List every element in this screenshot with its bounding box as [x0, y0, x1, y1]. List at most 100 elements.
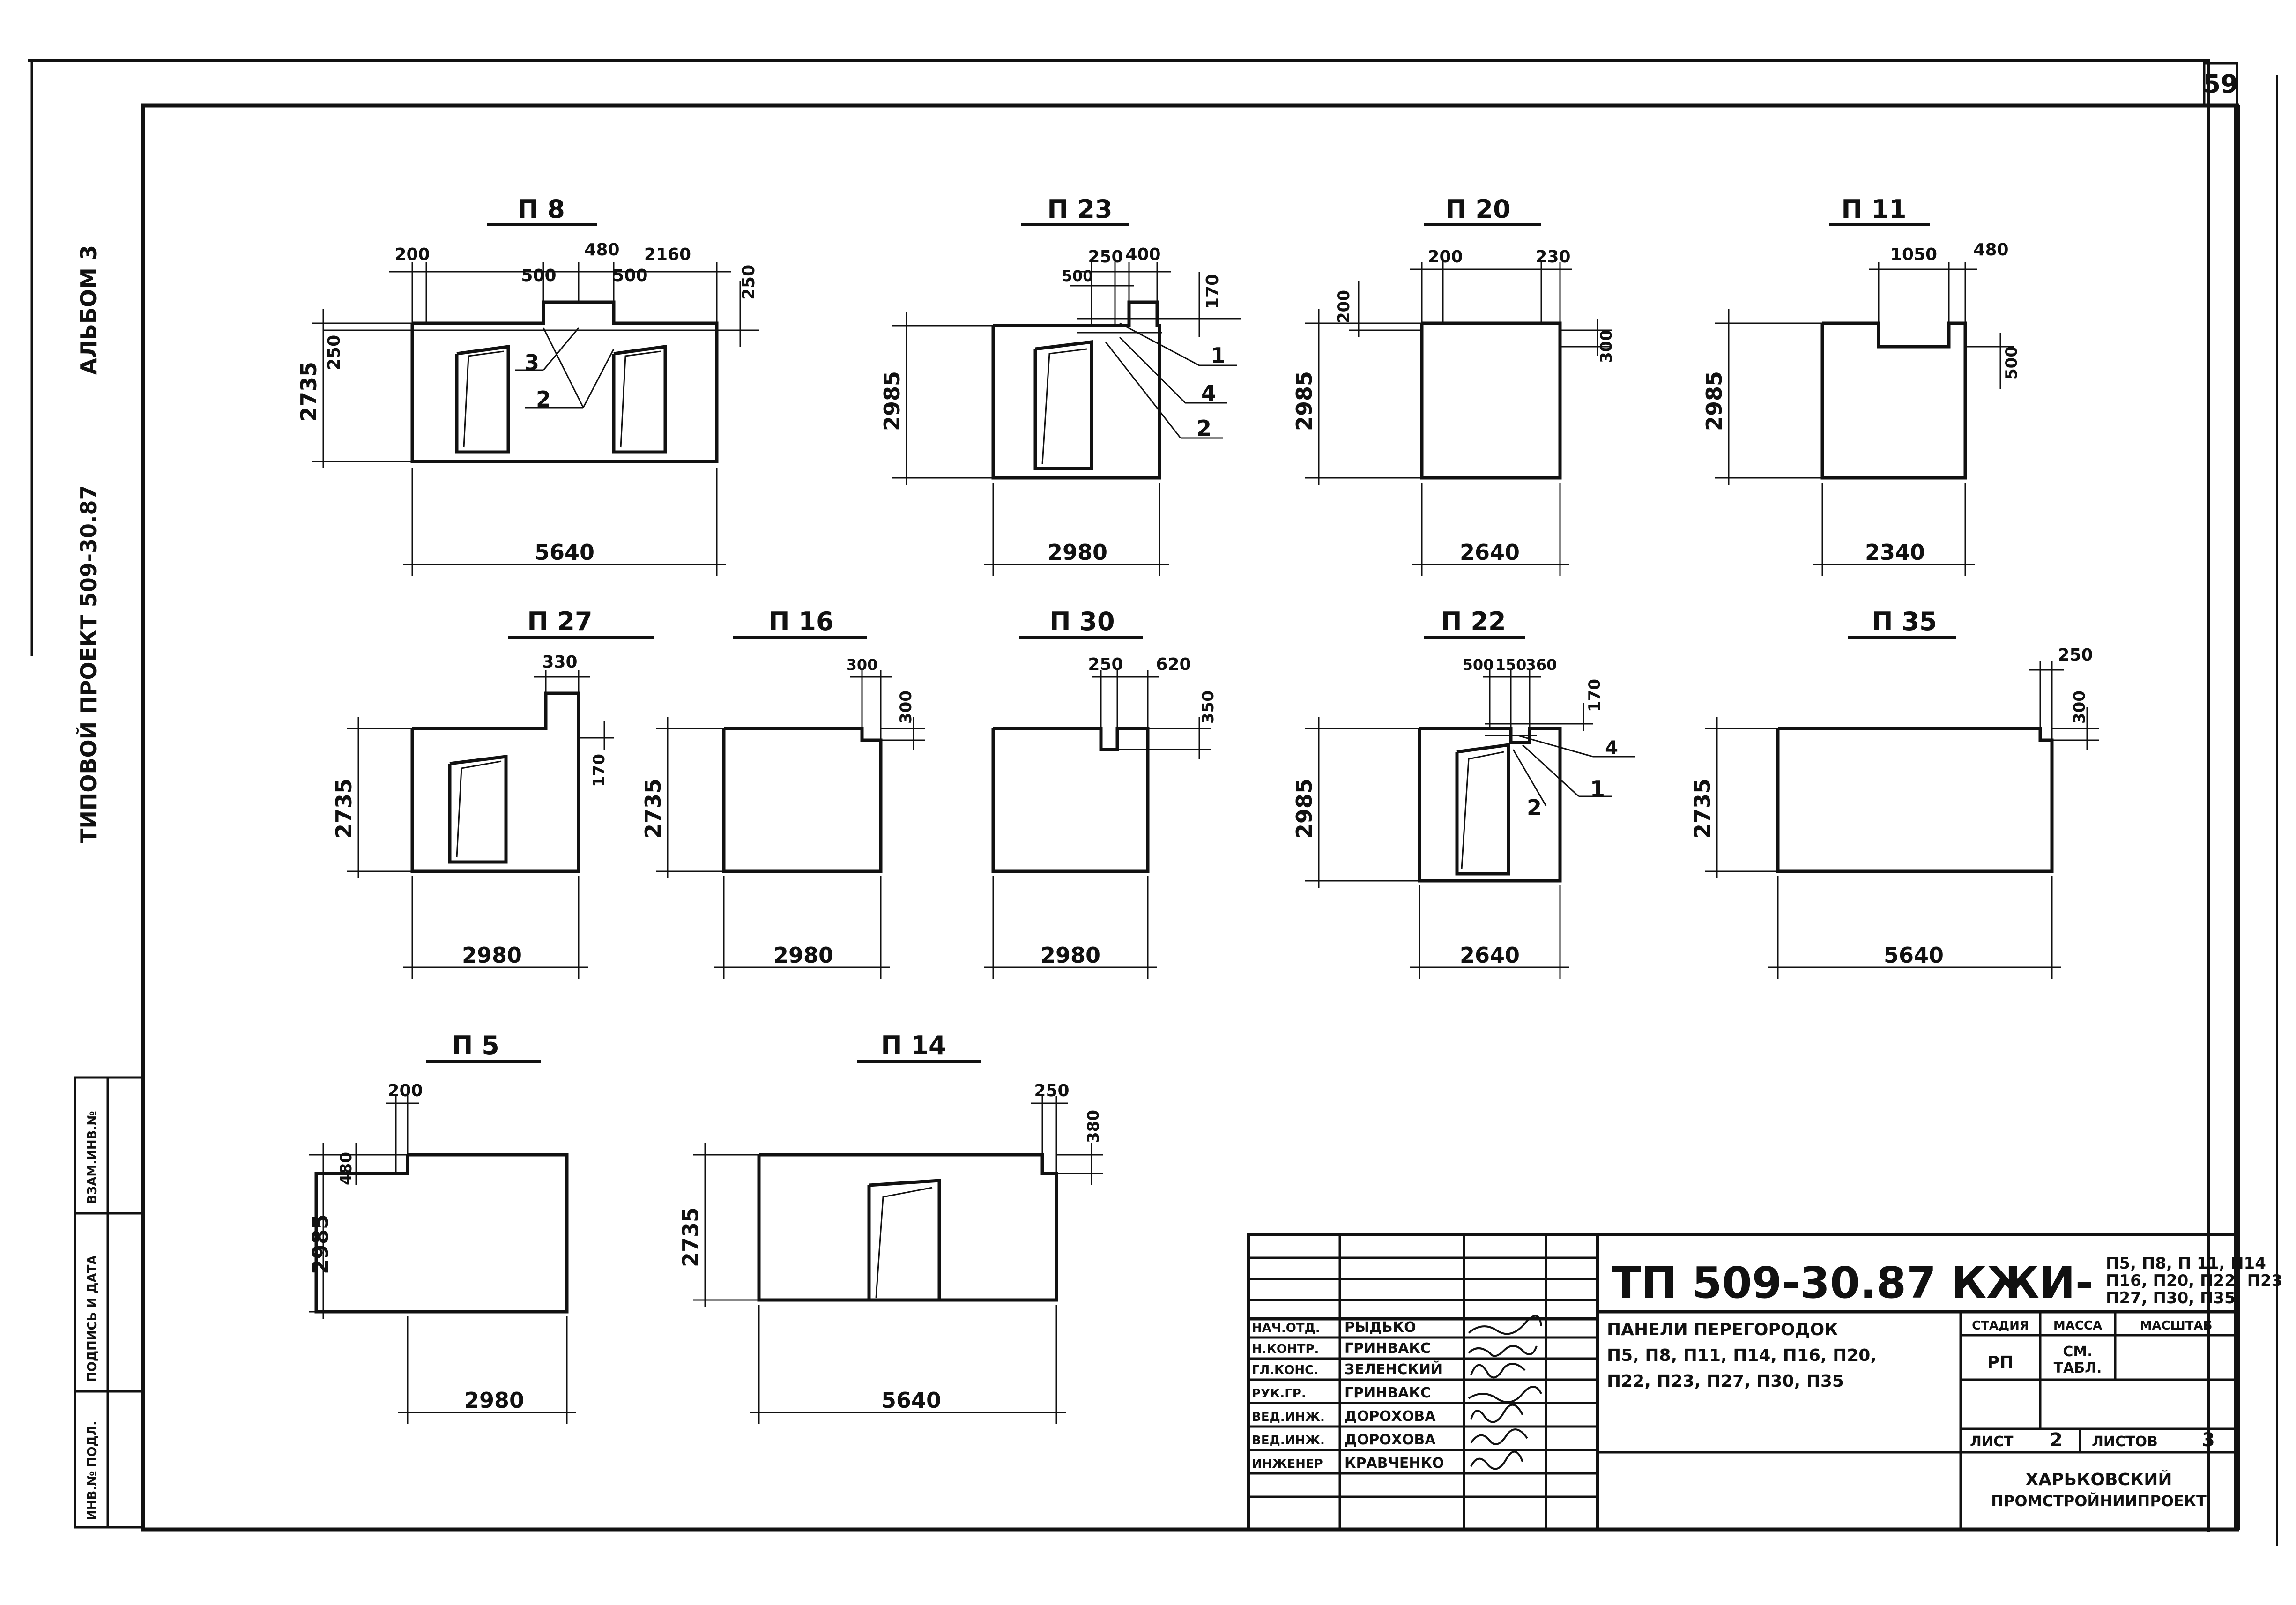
dim-width: 2640 [1460, 540, 1520, 565]
mass-header: МАССА [2053, 1319, 2102, 1333]
dim: 150 [1495, 656, 1527, 674]
staff-name: ДОРОХОВА [1345, 1432, 1436, 1448]
dim-width: 2980 [1040, 943, 1100, 968]
dim: 200 [1335, 290, 1353, 323]
left-stamp [74, 1076, 144, 1529]
panel-p27: П 27 2735 2980 330 170 [331, 607, 654, 979]
stage-value: РП [1987, 1353, 2014, 1372]
dim-height: 2985 [1292, 371, 1317, 431]
panel-title: П 27 [527, 607, 592, 636]
staff-role: ВЕД.ИНЖ. [1252, 1410, 1325, 1424]
panel-title: П 35 [1872, 607, 1937, 636]
dim-width: 5640 [1884, 943, 1944, 968]
dim: 170 [1585, 679, 1604, 712]
sheets-value: 3 [2202, 1429, 2215, 1451]
dim: 300 [2070, 691, 2089, 724]
panel-title: П 8 [517, 194, 565, 224]
title-code-suffix-1: П5, П8, П 11, П14 [2106, 1254, 2266, 1273]
panel-title: П 16 [768, 607, 833, 636]
callout: 2 [536, 386, 551, 412]
dim: 480 [337, 1152, 356, 1185]
dim: 500 [612, 266, 647, 285]
sheet-label: ЛИСТ [1970, 1434, 2014, 1450]
dim: 300 [847, 656, 878, 674]
panel-p14: П 14 2735 5640 250 380 [678, 1031, 1103, 1424]
callout: 4 [1201, 380, 1216, 406]
title-code-suffix-3: П27, П30, П35 [2106, 1289, 2236, 1308]
dim-width: 2640 [1460, 943, 1520, 968]
callout: 1 [1211, 343, 1226, 368]
dim: 250 [2058, 646, 2093, 665]
staff-role: ИНЖЕНЕР [1252, 1457, 1323, 1471]
title-description-1: ПАНЕЛИ ПЕРЕГОРОДОК [1607, 1320, 1838, 1339]
dim: 330 [542, 653, 577, 672]
stamp-label-2: ИНВ.№ ПОДЛ. [85, 1421, 99, 1520]
panel-p5: П 5 2985 2980 200 480 [308, 1031, 576, 1424]
dim: 620 [1156, 655, 1191, 674]
dim: 170 [590, 754, 609, 787]
dim: 230 [1535, 247, 1570, 267]
organization-1: ХАРЬКОВСКИЙ [2025, 1470, 2172, 1489]
organization-2: ПРОМСТРОЙНИИПРОЕКТ [1991, 1492, 2207, 1510]
staff-name: КРАВЧЕНКО [1345, 1455, 1444, 1471]
dim-width: 5640 [535, 540, 594, 565]
dim: 250 [739, 265, 758, 300]
panel-title: П 22 [1441, 607, 1506, 636]
staff-name: ГРИНВАКС [1345, 1385, 1431, 1401]
dim: 350 [1199, 691, 1218, 724]
dim-height: 2985 [1292, 779, 1317, 839]
dim-width: 5640 [881, 1388, 941, 1413]
dim-width: 2980 [462, 943, 522, 968]
stamp-label-0: ВЗАМ.ИНВ.№ [85, 1111, 99, 1204]
dim-height: 2735 [331, 779, 357, 839]
sheet-frame [28, 59, 2278, 1546]
dim: 380 [1084, 1110, 1103, 1143]
sheet-number: 59 [2203, 69, 2238, 99]
staff-role: ВЕД.ИНЖ. [1252, 1434, 1325, 1448]
staff-role: Н.КОНТР. [1252, 1342, 1319, 1356]
dim: 200 [1427, 247, 1463, 267]
staff-role: РУК.ГР. [1252, 1387, 1306, 1401]
dim: 200 [394, 245, 430, 264]
dim-width: 2980 [464, 1388, 524, 1413]
staff-role: ГЛ.КОНС. [1252, 1363, 1318, 1377]
dim: 300 [1597, 330, 1616, 363]
callout: 4 [1605, 737, 1618, 759]
dim: 480 [1973, 240, 2008, 260]
side-album-caption: АЛЬБОМ 3 [76, 245, 101, 375]
panel-p22: П 22 2985 2640 5 [1292, 607, 1635, 979]
panel-title: П 23 [1047, 194, 1112, 224]
dim: 250 [325, 335, 344, 370]
side-project-caption: ТИПОВОЙ ПРОЕКТ 509-30.87 [76, 485, 101, 843]
dim: 250 [1034, 1081, 1069, 1100]
sheets-label: ЛИСТОВ [2092, 1434, 2158, 1450]
callout: 2 [1527, 795, 1542, 820]
panel-p23: П 23 [879, 194, 1241, 576]
dim-height: 2735 [1690, 779, 1715, 839]
signatures [1468, 1315, 1542, 1470]
dim: 360 [1526, 656, 1557, 674]
staff-name: ЗЕЛЕНСКИЙ [1345, 1361, 1442, 1378]
dim-height: 2735 [678, 1207, 703, 1267]
dim: 400 [1125, 245, 1160, 264]
dim: 500 [2002, 346, 2021, 379]
sheet-value: 2 [2050, 1429, 2063, 1451]
dim-height: 2985 [879, 371, 905, 431]
dim-height: 2735 [640, 779, 666, 839]
panel-title: П 20 [1445, 194, 1510, 224]
staff-name: ГРИНВАКС [1345, 1340, 1431, 1357]
stage-header: СТАДИЯ [1972, 1319, 2029, 1333]
title-description-2: П5, П8, П11, П14, П16, П20, [1607, 1346, 1877, 1365]
staff-rows: НАЧ.ОТД. РЫДЬКО Н.КОНТР. ГРИНВАКС ГЛ.КОН… [1252, 1319, 1444, 1471]
dim: 500 [521, 266, 556, 285]
dim: 480 [584, 240, 619, 260]
panel-p30: П 30 2980 250 620 350 [984, 607, 1218, 979]
panel-p16: П 16 2735 2980 300 300 [640, 607, 925, 979]
panel-title: П 30 [1049, 607, 1115, 636]
staff-name: РЫДЬКО [1345, 1319, 1416, 1336]
callout: 2 [1196, 416, 1211, 441]
panel-p20: П 20 2985 2640 200 200 230 300 [1292, 194, 1616, 576]
dim-width: 2980 [773, 943, 833, 968]
scale-header: МАСШТАБ [2140, 1319, 2213, 1333]
